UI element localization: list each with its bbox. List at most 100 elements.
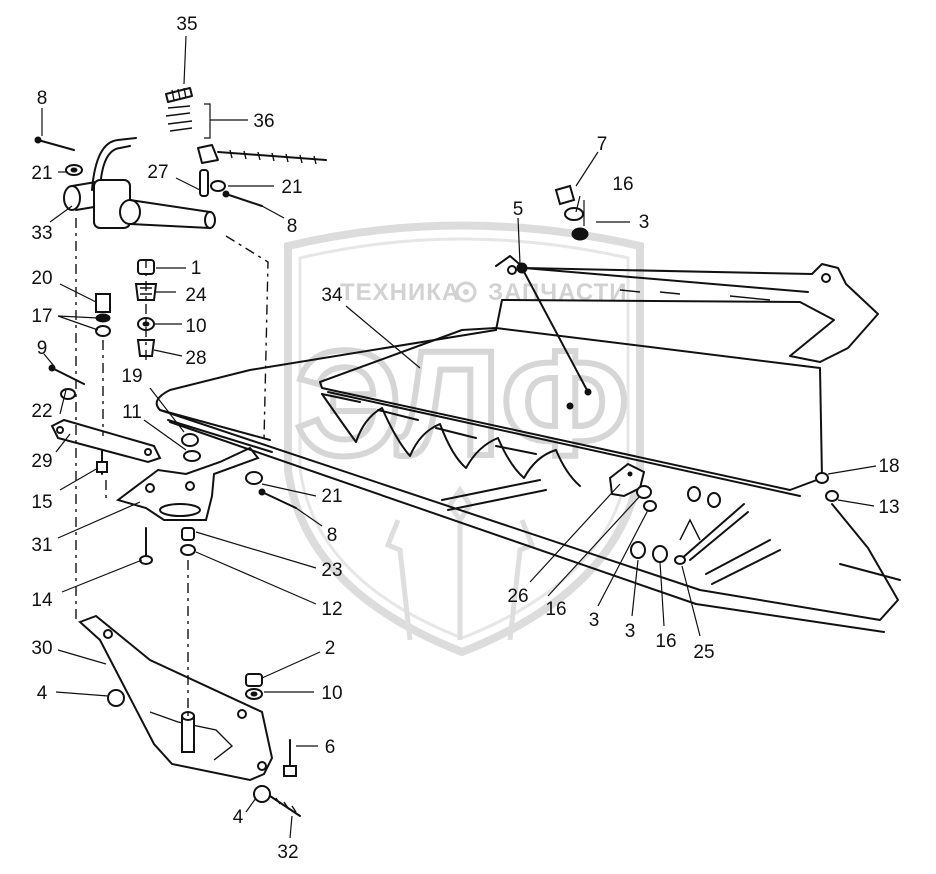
nut-19 xyxy=(181,433,199,447)
callout-4-b: 4 xyxy=(233,807,244,828)
clips-36 xyxy=(165,103,248,139)
cap-20 xyxy=(95,293,111,313)
callout-7: 7 xyxy=(597,134,608,155)
callout-5: 5 xyxy=(513,199,524,220)
bushing-28 xyxy=(136,339,156,357)
washer-21-low xyxy=(245,471,263,485)
nut-13 xyxy=(825,490,839,502)
callout-16-a: 16 xyxy=(612,174,633,195)
callout-16-b: 16 xyxy=(545,599,566,620)
washer-16-top xyxy=(564,207,584,221)
washer-10-low xyxy=(245,688,263,700)
nut-3-top xyxy=(571,227,589,241)
left-assembly xyxy=(34,87,327,817)
washer-16-mid xyxy=(636,485,652,499)
bolt-15 xyxy=(96,449,108,475)
bolt-8-mid xyxy=(222,190,263,207)
cylinder-33 xyxy=(63,137,216,229)
callout-28: 28 xyxy=(185,348,206,369)
plate-31 xyxy=(115,446,260,521)
callout-16-c: 16 xyxy=(655,631,676,652)
callout-22: 22 xyxy=(31,401,52,422)
callout-31: 31 xyxy=(31,535,52,556)
callout-30: 30 xyxy=(31,638,52,659)
callout-27: 27 xyxy=(147,162,168,183)
bolt-14 xyxy=(139,527,153,565)
washer-11 xyxy=(183,450,201,462)
leader-lines xyxy=(41,35,877,839)
washer-21-mid xyxy=(210,180,226,192)
washer-12 xyxy=(180,544,196,556)
auger xyxy=(321,393,581,487)
watermark-left-word: ТЕХНИКА xyxy=(340,279,460,306)
washer-21-top xyxy=(65,164,83,176)
callout-8-top: 8 xyxy=(37,88,48,109)
fitting-24 xyxy=(134,283,158,301)
bolt-9 xyxy=(48,364,85,385)
callout-6: 6 xyxy=(325,737,336,758)
nut-4-upper xyxy=(107,689,125,707)
nut-23 xyxy=(181,527,195,541)
nut-3-mid xyxy=(643,500,657,512)
callout-11: 11 xyxy=(122,402,142,423)
callout-20: 20 xyxy=(31,268,52,289)
watermark-shield xyxy=(284,221,644,657)
rod-25 xyxy=(679,486,749,561)
callout-17: 17 xyxy=(31,306,52,327)
callout-15: 15 xyxy=(31,492,52,513)
bolt-25-end xyxy=(674,555,686,565)
callout-8-mid: 8 xyxy=(287,216,298,237)
bolt-8-top xyxy=(34,136,75,151)
callout-8-low: 8 xyxy=(327,525,338,546)
washers-17 xyxy=(95,313,111,337)
nut-18 xyxy=(815,472,829,484)
callout-12: 12 xyxy=(321,599,342,620)
callout-29: 29 xyxy=(31,451,52,472)
callout-labels: 35 8 36 21 27 21 33 8 7 16 5 3 1 20 24 3… xyxy=(31,14,899,863)
gear-icon xyxy=(455,281,477,303)
washer-16-low xyxy=(652,545,668,563)
watermark-right-word: ЗАПЧАСТИ xyxy=(488,279,628,306)
pin-27 xyxy=(199,169,209,197)
callout-14: 14 xyxy=(31,590,53,611)
nut-3-low xyxy=(630,541,646,559)
callout-25: 25 xyxy=(693,642,714,663)
callout-23: 23 xyxy=(321,560,342,581)
callout-9: 9 xyxy=(37,338,48,359)
back-panel xyxy=(495,255,879,363)
rod-5 xyxy=(516,262,592,410)
callout-1: 1 xyxy=(191,258,202,279)
callout-24: 24 xyxy=(185,285,207,306)
callout-4-a: 4 xyxy=(37,683,48,704)
callout-18: 18 xyxy=(878,456,899,477)
cable-rod xyxy=(197,144,327,165)
sieve-tray xyxy=(319,327,823,491)
nut-2 xyxy=(245,673,263,687)
callout-26: 26 xyxy=(507,586,528,607)
callout-3-c: 3 xyxy=(625,621,636,642)
watermark-logo: ЭЛФ xyxy=(295,319,629,487)
spring-35 xyxy=(165,87,193,103)
callout-21-c: 21 xyxy=(321,486,342,507)
bolt-8-low xyxy=(258,488,297,509)
callout-21-b: 21 xyxy=(281,177,302,198)
callout-21-a: 21 xyxy=(31,163,52,184)
washer-22 xyxy=(60,388,76,400)
frame-assembly xyxy=(155,184,901,633)
bracket-29 xyxy=(50,418,162,464)
callout-32: 32 xyxy=(277,842,298,863)
callout-2: 2 xyxy=(325,638,336,659)
callout-10-b: 10 xyxy=(321,683,342,704)
callout-33: 33 xyxy=(31,223,52,244)
callout-13: 13 xyxy=(878,497,899,518)
callout-34: 34 xyxy=(321,285,343,306)
bracket-30 xyxy=(78,614,274,782)
assembly-line-4 xyxy=(225,235,269,441)
callout-35: 35 xyxy=(176,14,197,35)
nut-4-lower xyxy=(253,785,271,803)
bolt-6 xyxy=(283,739,297,777)
callout-3-b: 3 xyxy=(589,610,600,631)
callout-19: 19 xyxy=(121,366,142,387)
bolt-7 xyxy=(554,184,576,206)
bolt-32 xyxy=(269,795,301,817)
